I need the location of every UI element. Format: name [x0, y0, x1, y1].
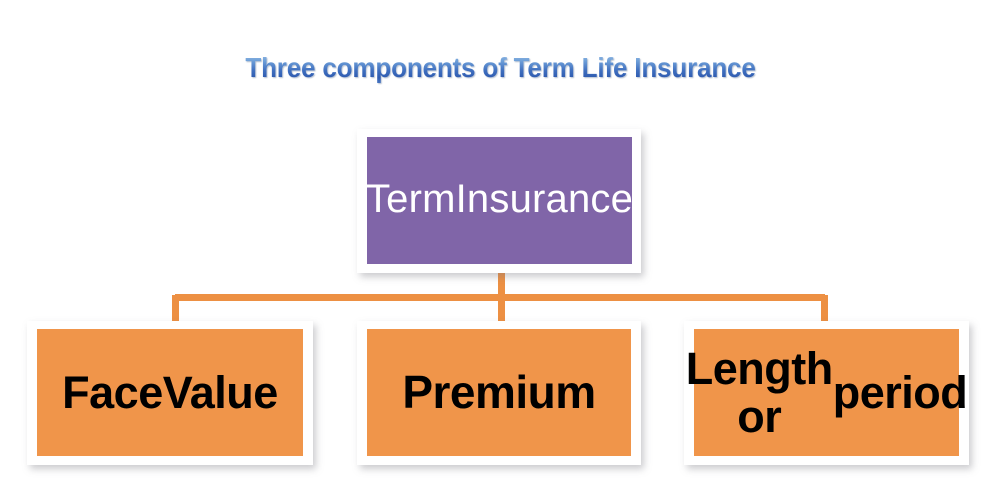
node-term-insurance[interactable]: Term Insurance [357, 129, 641, 273]
node-premium-line-1: Premium [402, 366, 596, 419]
page-title: Three components of Term Life Insurance [35, 52, 966, 84]
node-face-value-label: Face Value [37, 329, 303, 456]
node-length-or-period-line-2: period [832, 366, 968, 418]
node-term-insurance-line-1: Term [365, 176, 456, 221]
node-premium[interactable]: Premium [357, 321, 641, 465]
node-length-or-period-label: Length or period [686, 329, 968, 456]
node-face-value-line-1: Face [62, 366, 163, 418]
node-term-insurance-label: Term Insurance [365, 137, 634, 264]
node-length-or-period[interactable]: Length or period [684, 321, 969, 465]
node-term-insurance-line-2: Insurance [455, 176, 634, 221]
node-length-or-period-line-1: Length or [685, 342, 833, 442]
node-face-value[interactable]: Face Value [27, 321, 313, 465]
node-premium-label: Premium [367, 329, 631, 456]
node-face-value-line-2: Value [162, 366, 279, 418]
